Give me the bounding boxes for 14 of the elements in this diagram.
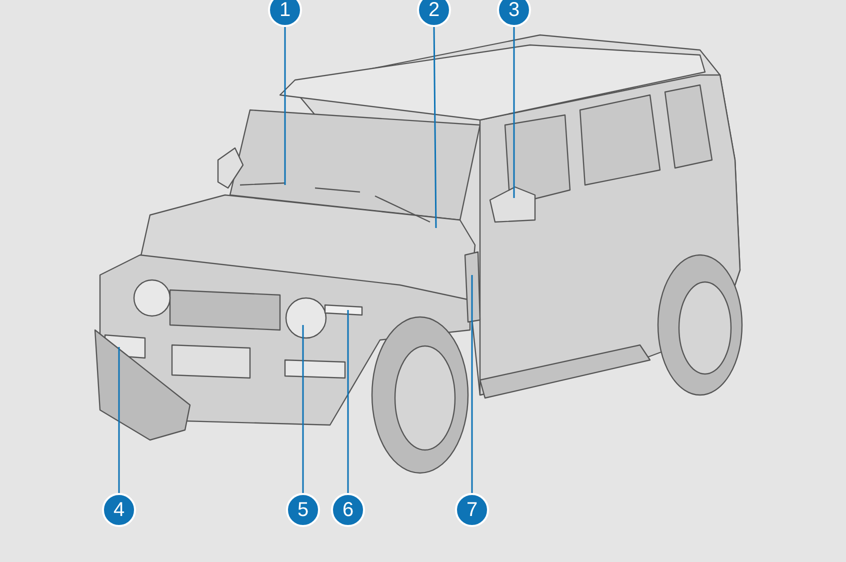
callout-number: 1 (268, 0, 302, 27)
callout-number: 7 (455, 493, 489, 527)
leader-line (433, 27, 437, 228)
leader-line (284, 27, 286, 185)
leader-line (513, 27, 515, 198)
leader-line (118, 347, 120, 493)
leader-line (347, 310, 349, 493)
callout-number: 2 (417, 0, 451, 27)
leader-line (302, 325, 304, 493)
callout-number: 3 (497, 0, 531, 27)
callout-number: 6 (331, 493, 365, 527)
callout-number: 5 (286, 493, 320, 527)
callout-number: 4 (102, 493, 136, 527)
leader-line (471, 275, 473, 493)
